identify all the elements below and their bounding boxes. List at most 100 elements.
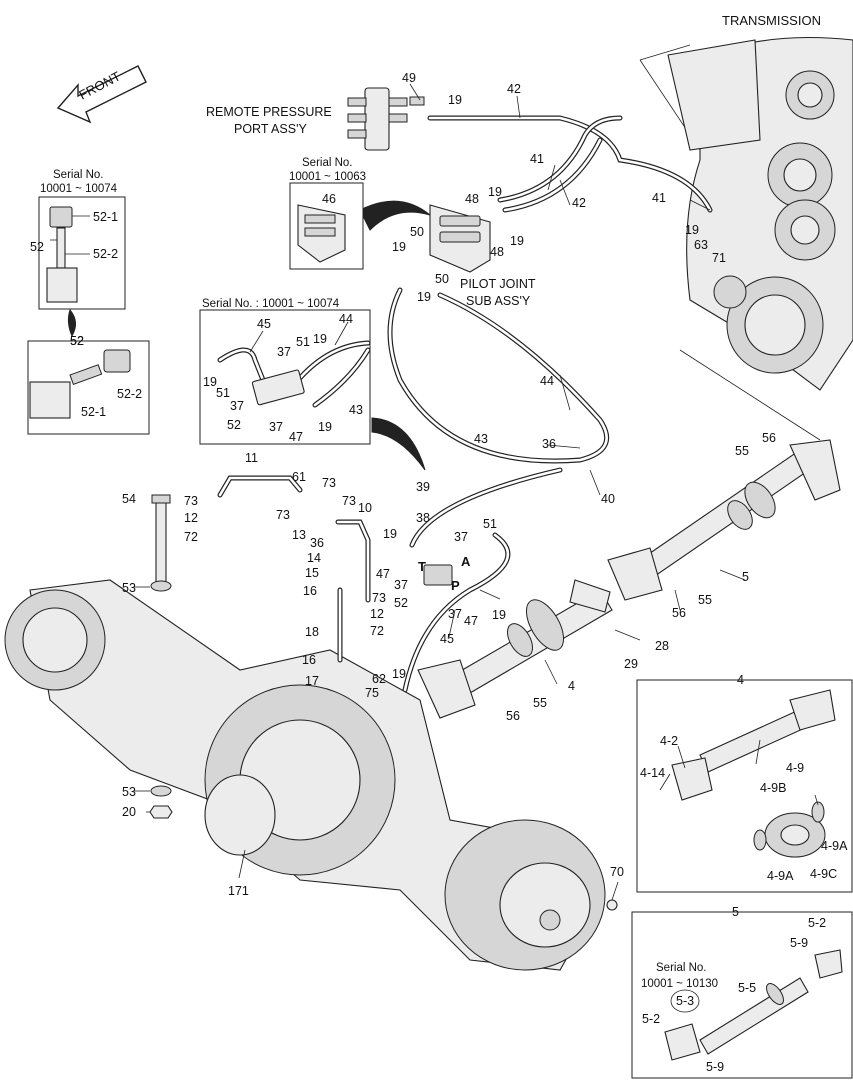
- callout: 47: [376, 567, 390, 581]
- callout: 19: [318, 420, 332, 434]
- callout: 4-9: [786, 761, 804, 775]
- callout: 56: [762, 431, 776, 445]
- mount-bolt-54: [149, 494, 173, 819]
- callout: 14: [307, 551, 321, 565]
- callout: 73: [322, 476, 336, 490]
- hose-lines: [387, 115, 713, 693]
- callout: 52-1: [93, 210, 118, 224]
- callout: 5-2: [808, 916, 826, 930]
- remote-caption-1: REMOTE PRESSURE: [206, 105, 332, 119]
- box46-range: 10001 ~ 10063: [289, 171, 366, 183]
- callout: 4-9C: [810, 867, 837, 881]
- callout: 5-9: [790, 936, 808, 950]
- callout: 56: [672, 606, 686, 620]
- detail-serial: Serial No. : 10001 ~ 10074: [202, 298, 340, 310]
- callout: 19: [492, 608, 506, 622]
- callout: 16: [302, 653, 316, 667]
- callout: 41: [530, 152, 544, 166]
- callout: 19: [383, 527, 397, 541]
- callout: 16: [303, 584, 317, 598]
- callout: 5-3: [676, 994, 694, 1008]
- pilot-joint-sub-assy: PILOT JOINT SUB ASS'Y: [359, 200, 536, 308]
- callout: 51: [483, 517, 497, 531]
- valve-ports: T A P: [418, 554, 471, 593]
- box4-title: 4: [737, 673, 744, 687]
- callout: 171: [228, 884, 249, 898]
- callout: 51: [296, 335, 310, 349]
- callout: 19: [488, 185, 502, 199]
- callout: 38: [416, 511, 430, 525]
- callout: 12: [370, 607, 384, 621]
- box52-range: 10001 ~ 10074: [40, 183, 118, 195]
- callout: 43: [474, 432, 488, 446]
- callout: 50: [410, 225, 424, 239]
- callout: 19: [313, 332, 327, 346]
- callout: 11: [245, 451, 258, 465]
- pilot-caption-1: PILOT JOINT: [460, 277, 536, 291]
- callout: 39: [416, 480, 430, 494]
- callout: 5-9: [706, 1060, 724, 1074]
- callout: 17: [305, 674, 319, 688]
- axle-assembly: [4, 579, 618, 971]
- callout: 15: [305, 566, 319, 580]
- callout: 5-2: [642, 1012, 660, 1026]
- callout: 73: [372, 591, 386, 605]
- callout: 19: [510, 234, 524, 248]
- callout: 48: [465, 192, 479, 206]
- callout: 36: [542, 437, 556, 451]
- port-t: T: [418, 559, 426, 574]
- transmission-housing: [639, 36, 853, 441]
- callout: 12: [184, 511, 198, 525]
- callout: 4-14: [640, 766, 665, 780]
- box52b-title: 52: [70, 334, 84, 348]
- callout: 52: [227, 418, 241, 432]
- callout: 48: [490, 245, 504, 259]
- callout: 28: [655, 639, 669, 653]
- box46-serial: Serial No.: [302, 157, 353, 169]
- callout: 45: [440, 632, 454, 646]
- callout: 52-2: [117, 387, 142, 401]
- callout: 19: [448, 93, 462, 107]
- callout: 19: [392, 240, 406, 254]
- callout: 72: [184, 530, 198, 544]
- pilot-caption-2: SUB ASS'Y: [466, 294, 531, 308]
- inset-box-5: 5 Serial No. 10001 ~ 10130: [631, 905, 853, 1079]
- inset-box-4: 4: [636, 673, 853, 893]
- callout: 53: [122, 785, 136, 799]
- box-52-exploded: 52: [27, 334, 150, 435]
- remote-pressure-port-assy: REMOTE PRESSURE PORT ASS'Y: [206, 87, 425, 151]
- callout: 45: [257, 317, 271, 331]
- callout: 75: [365, 686, 379, 700]
- leader-lines: [50, 83, 819, 901]
- port-a: A: [461, 554, 471, 569]
- callout: 51: [216, 386, 230, 400]
- callout: 73: [184, 494, 198, 508]
- box5-serial: Serial No.: [656, 962, 707, 974]
- callout: 40: [601, 492, 615, 506]
- callout: 52-1: [81, 405, 106, 419]
- callout: 20: [122, 805, 136, 819]
- remote-caption-2: PORT ASS'Y: [234, 122, 307, 136]
- callout: 71: [712, 251, 726, 265]
- callout: 52: [30, 240, 44, 254]
- callout: 53: [122, 581, 136, 595]
- callout: 19: [685, 223, 699, 237]
- callout: 4-9B: [760, 781, 786, 795]
- callout: 13: [292, 528, 306, 542]
- callout: 5: [742, 570, 749, 584]
- callout: 4: [568, 679, 575, 693]
- box5-title: 5: [732, 905, 739, 919]
- drive-shaft-4: [417, 579, 613, 719]
- callout: 36: [310, 536, 324, 550]
- callout: 55: [735, 444, 749, 458]
- callout: 49: [402, 71, 416, 85]
- callout: 56: [506, 709, 520, 723]
- callout: 42: [507, 82, 521, 96]
- box52-serial: Serial No.: [53, 169, 104, 181]
- callout: 70: [610, 865, 624, 879]
- callout: 19: [392, 667, 406, 681]
- callout: 72: [370, 624, 384, 638]
- callout: 4-9A: [767, 869, 794, 883]
- callout: 44: [339, 312, 353, 326]
- callout: 62: [372, 672, 386, 686]
